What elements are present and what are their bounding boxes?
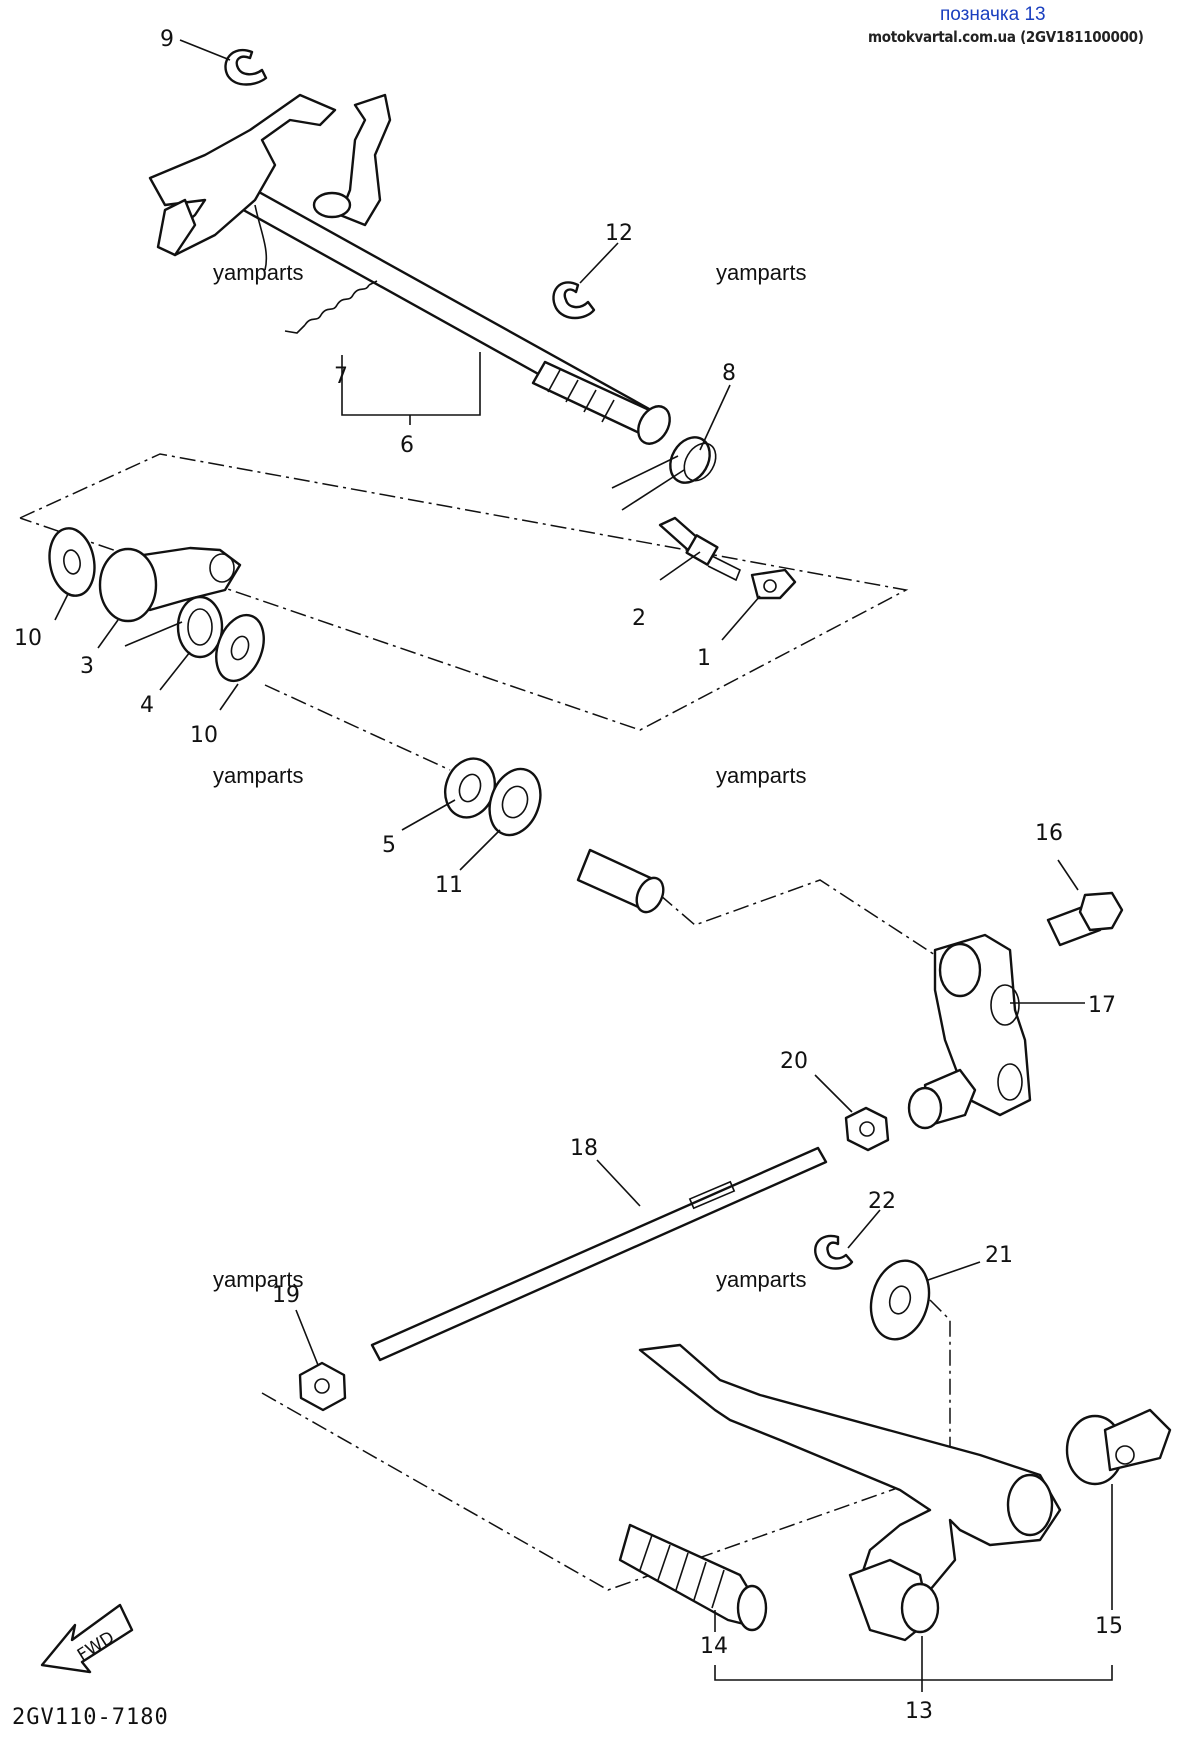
callout-10a: 10 — [14, 626, 42, 651]
axis-line-shaft-17 — [659, 879, 936, 956]
shift-lever-17 — [907, 933, 1032, 1130]
callout-8: 8 — [722, 361, 736, 386]
watermark: yamparts — [213, 260, 304, 285]
torsion-spring-8 — [611, 436, 717, 511]
watermark: yamparts — [213, 763, 304, 788]
callout-6: 6 — [400, 433, 414, 458]
callout-16: 16 — [1035, 821, 1063, 846]
plate-1 — [750, 568, 797, 600]
callout-13: 13 — [905, 1699, 933, 1724]
shaft-end-sleeve — [576, 848, 665, 914]
callout-22: 22 — [868, 1189, 896, 1214]
watermark: yamparts — [716, 763, 807, 788]
callout-1: 1 — [697, 646, 711, 671]
shift-rod-18 — [370, 1146, 828, 1362]
callout-10b: 10 — [190, 723, 218, 748]
spring-4 — [124, 595, 224, 659]
spring-7 — [284, 280, 378, 334]
washer-10-left — [48, 527, 96, 597]
washer-11 — [488, 767, 542, 837]
callout-3: 3 — [80, 654, 94, 679]
callout-19: 19 — [272, 1283, 300, 1308]
watermark: yamparts — [716, 260, 807, 285]
fwd-arrow-icon: FWD — [40, 1603, 134, 1674]
nut-20 — [844, 1106, 890, 1152]
source-label: motokvartal.com.ua (2GV181100000) — [868, 28, 1144, 46]
callout-15: 15 — [1095, 1614, 1123, 1639]
washer-10-right — [215, 613, 265, 683]
pedal-rubber-14 — [618, 1523, 768, 1632]
callout-9: 9 — [160, 27, 174, 52]
callout-4: 4 — [140, 693, 154, 718]
callout-18: 18 — [570, 1136, 598, 1161]
callout-17: 17 — [1088, 993, 1116, 1018]
callout-7: 7 — [334, 364, 348, 389]
shift-pedal-13 — [638, 1343, 1062, 1642]
assembly-outline-lower — [261, 1392, 941, 1591]
watermark: yamparts — [213, 1267, 304, 1292]
bolt-2 — [658, 516, 742, 582]
collar-3 — [98, 546, 242, 623]
circlip-9 — [224, 48, 268, 86]
bolt-16 — [1046, 891, 1124, 947]
diagram-code: 2GV110-7180 — [12, 1705, 169, 1730]
circlip-12 — [552, 281, 596, 320]
callout-12: 12 — [605, 221, 633, 246]
callout-2: 2 — [632, 606, 646, 631]
axis-line-5-11 — [264, 684, 451, 771]
callout-20: 20 — [780, 1049, 808, 1074]
callout-21: 21 — [985, 1243, 1013, 1268]
leader-lines — [54, 39, 1113, 1692]
shift-shaft-6 — [236, 185, 671, 445]
assembly-outline-upper — [19, 453, 909, 731]
callout-14: 14 — [700, 1634, 728, 1659]
nut-19 — [298, 1361, 347, 1412]
callout-11: 11 — [435, 873, 463, 898]
washer-21 — [869, 1259, 931, 1341]
callout-5: 5 — [382, 833, 396, 858]
page-title: позначка 13 — [940, 4, 1046, 25]
watermark: yamparts — [716, 1267, 807, 1292]
circlip-22 — [814, 1234, 854, 1270]
shift-arm-assembly — [148, 93, 392, 271]
rod-joint-15 — [1065, 1408, 1172, 1486]
axis-line-21 — [929, 1299, 951, 1455]
